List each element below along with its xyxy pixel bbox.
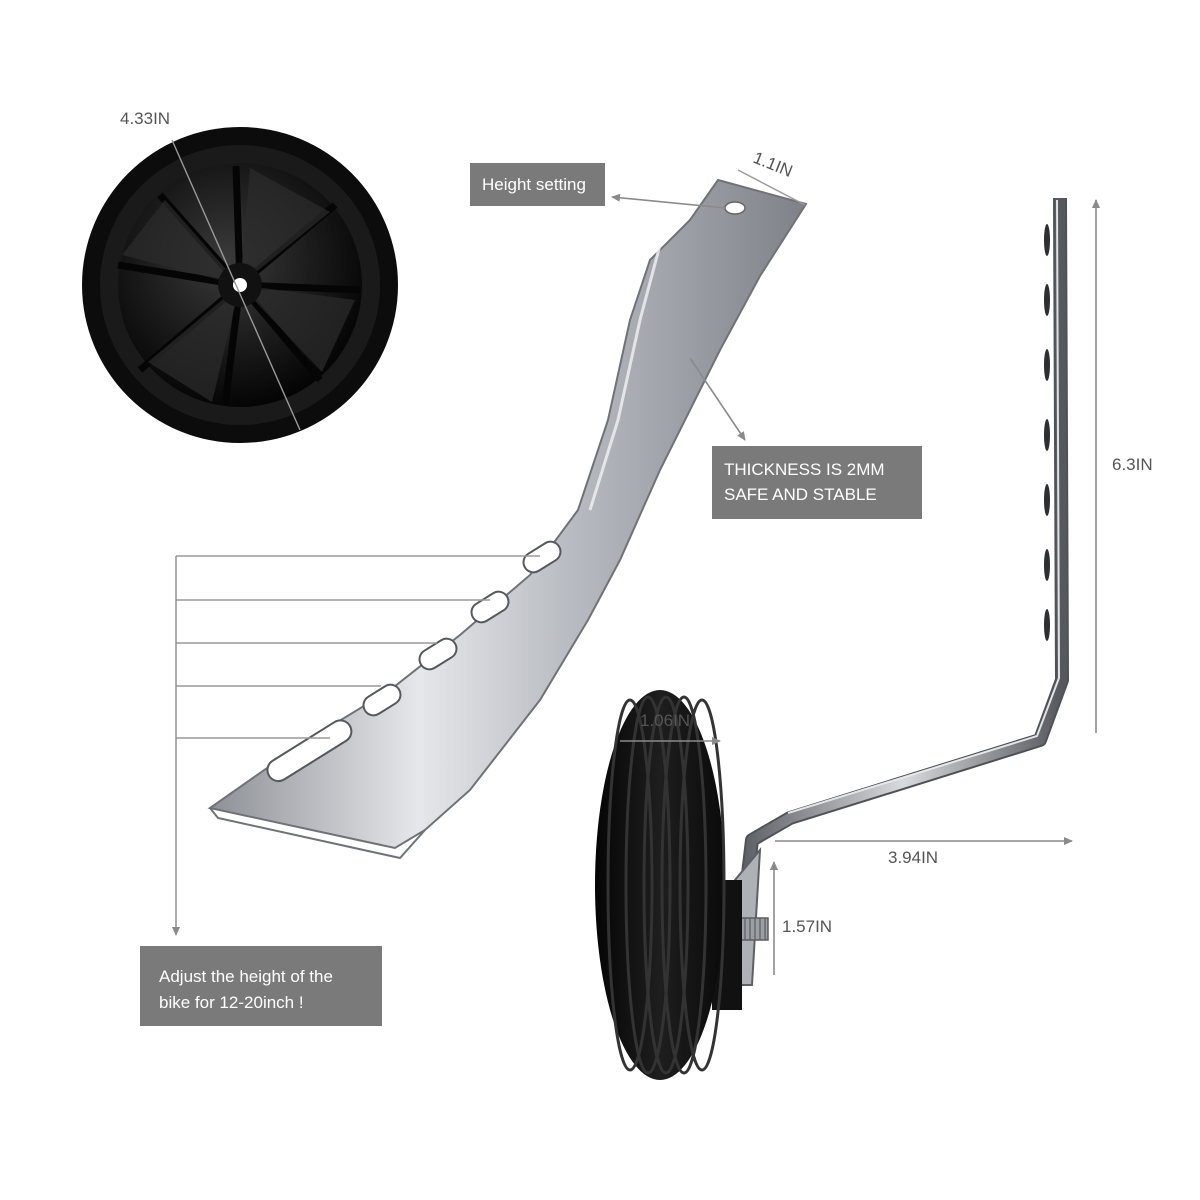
- adjust-height-callout: [140, 946, 382, 1026]
- height-setting-label: Height setting: [482, 175, 586, 194]
- bracket-width-label: 1.1IN: [751, 148, 796, 181]
- bracket-width-line: [737, 169, 806, 206]
- assembled-training-wheel: [595, 197, 1069, 1080]
- wheel-face-view: [82, 127, 398, 443]
- thickness-label-line2: SAFE AND STABLE: [724, 485, 877, 504]
- adjust-height-line2: bike for 12-20inch !: [159, 993, 304, 1012]
- height-adjust-leaders: [172, 555, 540, 936]
- wheel-diameter-label: 4.33IN: [120, 109, 170, 128]
- height-setting-arrow: [611, 193, 726, 209]
- bar-offset-label: 3.94IN: [888, 848, 938, 867]
- wheel-diameter-line: [171, 139, 301, 431]
- thickness-label-line1: THICKNESS IS 2MM: [724, 460, 885, 479]
- thickness-callout: [712, 446, 922, 519]
- thickness-arrow: [689, 357, 746, 441]
- adjust-height-line1: Adjust the height of the: [159, 967, 333, 986]
- bracket-part: [207, 178, 808, 860]
- bar-height-label: 6.3IN: [1112, 455, 1153, 474]
- wheel-width-label: 1.06IN: [640, 711, 690, 730]
- height-setting-callout: [470, 163, 605, 206]
- axle-length-label: 1.57IN: [782, 917, 832, 936]
